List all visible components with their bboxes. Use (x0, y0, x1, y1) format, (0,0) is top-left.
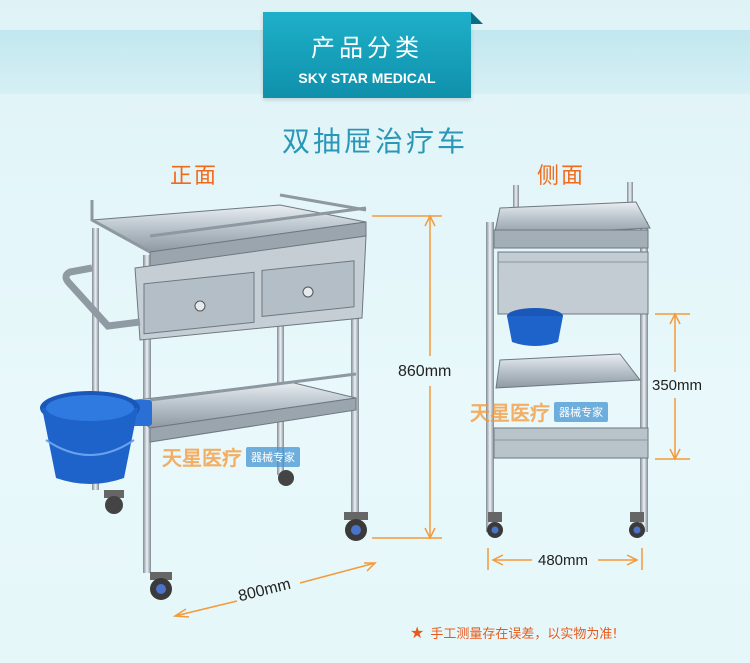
brand-name: SKY STAR MEDICAL (298, 70, 436, 86)
star-icon: ★ (410, 623, 425, 642)
measurement-note: ★ 手工测量存在误差，以实物为准! (410, 623, 618, 642)
watermark-front: 天星医疗 器械专家 (162, 442, 300, 471)
watermark-tag: 器械专家 (246, 446, 300, 467)
side-cart (486, 182, 651, 538)
watermark-side: 天星医疗 器械专家 (470, 397, 608, 426)
watermark-brand: 天星医疗 (470, 401, 550, 425)
height-dimension: 860mm (398, 363, 452, 380)
dimension-lines (172, 214, 690, 618)
front-view-label: 正面 (170, 164, 219, 189)
banner-ribbon (263, 12, 471, 98)
note-text: 手工测量存在误差，以实物为准! (430, 627, 618, 642)
depth-dimension: 480mm (538, 552, 589, 569)
watermark-brand: 天星医疗 (162, 446, 242, 470)
watermark-tag: 器械专家 (554, 401, 608, 422)
category-title: 产品分类 (311, 34, 423, 62)
side-view-label: 侧面 (537, 164, 586, 189)
product-title: 双抽屉治疗车 (281, 125, 468, 158)
banner-fold (471, 12, 483, 24)
shelf-gap-dimension: 350mm (652, 377, 703, 394)
front-cart (40, 193, 368, 600)
category-banner: 产品分类 SKY STAR MEDICAL (263, 12, 483, 98)
bucket (40, 391, 152, 484)
